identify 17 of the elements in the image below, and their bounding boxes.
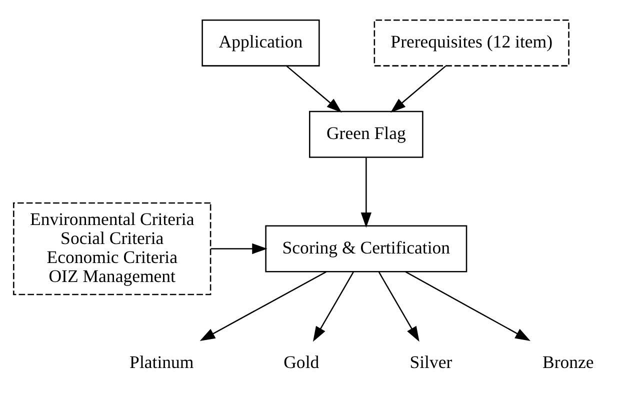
node-box: Environmental Criteria Social Criteria Economic Criteria OIZ Management: [13, 202, 212, 296]
node-text: Silver: [410, 352, 452, 372]
node-box: Green Flag: [309, 110, 424, 158]
arrow: [390, 66, 446, 113]
arrow: [210, 243, 268, 254]
arrow: [378, 272, 420, 342]
node-box: Prerequisites (12 item): [374, 19, 570, 66]
node-box: Scoring & Certification: [265, 225, 468, 272]
arrow: [200, 271, 327, 341]
arrow: [360, 158, 372, 228]
node-text: Platinum: [130, 352, 194, 372]
arrow: [405, 271, 530, 341]
arrow: [286, 66, 342, 113]
arrow: [312, 272, 354, 342]
node-box: Application: [202, 19, 320, 66]
node-text: Bronze: [542, 352, 594, 372]
node-text: Gold: [284, 352, 320, 372]
